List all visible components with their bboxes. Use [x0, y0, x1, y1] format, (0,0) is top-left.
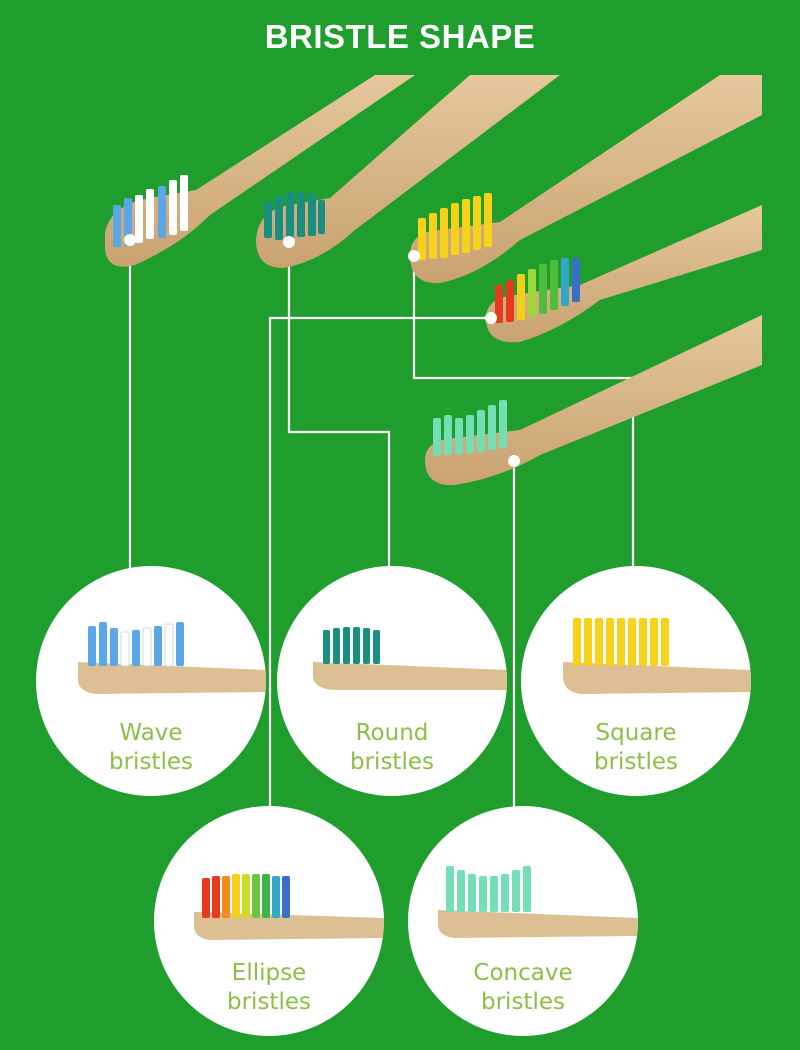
brush-concave: [425, 315, 762, 486]
round-brush-icon: [313, 627, 507, 690]
square-brush-icon: [563, 618, 751, 694]
page-title: BRISTLE SHAPE: [264, 18, 536, 55]
brush-square: [410, 75, 762, 284]
connector-lines: [128, 240, 635, 810]
wave-brush-icon: [77, 622, 266, 694]
ellipse-brush-icon: [194, 874, 384, 940]
brush-round: [256, 75, 560, 268]
concave-brush-icon: [438, 866, 638, 938]
brush-ellipse: [486, 205, 762, 343]
brush-wave: [105, 75, 415, 267]
connector-dots: [124, 234, 520, 467]
